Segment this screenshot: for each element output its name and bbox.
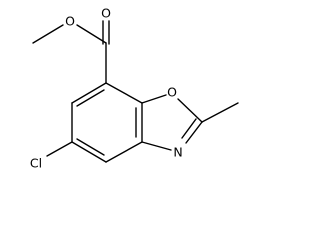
carbonyl-oxygen-label: O (101, 6, 111, 21)
bond-methyl-ester-oxygen (32, 24, 64, 44)
ring-nitrogen-label: N (173, 145, 182, 160)
bond-c4-c5 (71, 141, 107, 163)
bond-c2-n-double-1 (185, 121, 203, 144)
bond-c2-methyl (201, 102, 239, 123)
bond-ring-oxygen-c2 (177, 98, 203, 123)
bond-c6-c7 (71, 82, 107, 104)
bond-n-c3a (141, 141, 172, 151)
ester-oxygen-label: O (65, 14, 75, 29)
bond-c7a-ring-oxygen (141, 94, 167, 104)
bond-ester-oxygen-carbonyl-carbon (76, 24, 107, 44)
bond-c6-c7-inner (76, 89, 105, 107)
bond-c7-c7a (105, 82, 143, 104)
bond-c5-chlorine (46, 141, 73, 157)
bond-c4-c5-inner (76, 138, 105, 156)
bond-c3a-c4 (105, 141, 143, 163)
chemical-structure-diagram: O O O N Cl (30, 6, 239, 171)
ring-oxygen-label: O (167, 85, 177, 100)
chlorine-label: Cl (30, 156, 42, 171)
bond-c2-n-double-2 (181, 118, 197, 139)
